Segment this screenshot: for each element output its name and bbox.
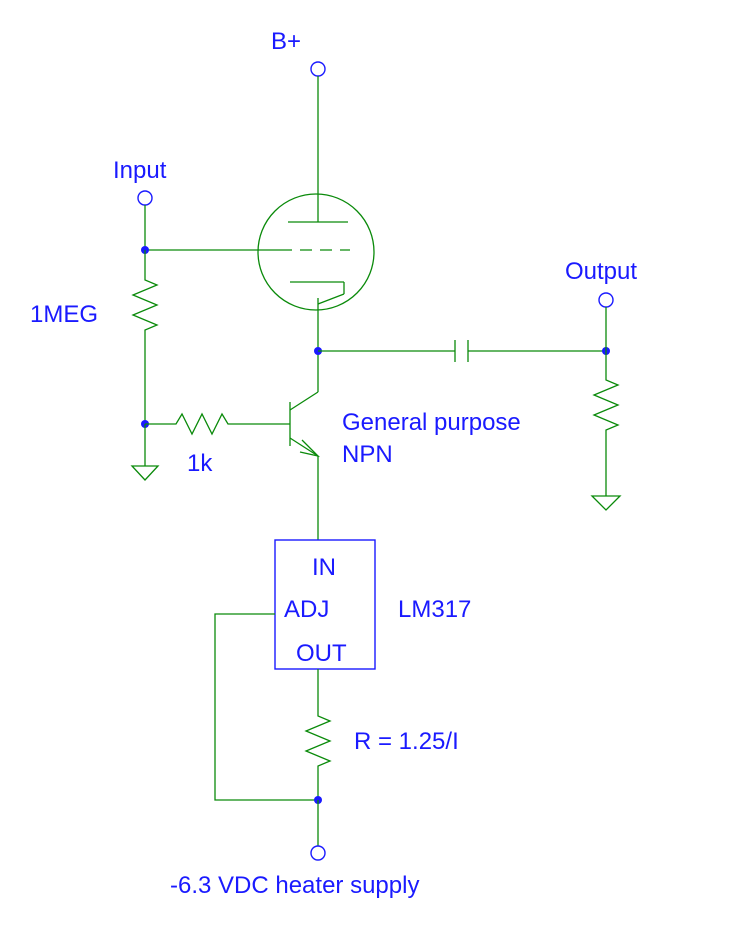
set-resistor-label: R = 1.25/I (354, 728, 459, 755)
grid-resistor-label: 1MEG (30, 301, 98, 328)
output-label: Output (565, 258, 637, 285)
load-resistor (592, 351, 620, 496)
npn-transistor (289, 351, 321, 540)
output-terminal (598, 292, 614, 308)
bplus-terminal (310, 61, 326, 77)
transistor-type-label: NPN (342, 441, 393, 468)
base-resistor-label: 1k (187, 450, 213, 477)
supply-label: -6.3 VDC heater supply (170, 872, 419, 899)
set-resistor (304, 710, 332, 800)
regulator-label: LM317 (398, 596, 471, 623)
adj-loop (214, 613, 318, 801)
supply-terminal (310, 845, 326, 861)
triode-tube (257, 193, 375, 311)
bplus-label: B+ (271, 28, 301, 55)
pin-out-label: OUT (296, 640, 347, 667)
coupling-capacitor (318, 340, 606, 362)
pin-in-label: IN (312, 554, 336, 581)
pin-adj-label: ADJ (284, 596, 329, 623)
grid-resistor (131, 250, 159, 424)
ground-symbol-input (130, 424, 160, 481)
input-terminal (137, 190, 153, 206)
base-resistor (145, 412, 290, 436)
input-label: Input (113, 157, 167, 184)
ground-symbol-output (590, 495, 622, 511)
lm317-box (274, 539, 376, 670)
transistor-label: General purpose (342, 409, 521, 436)
